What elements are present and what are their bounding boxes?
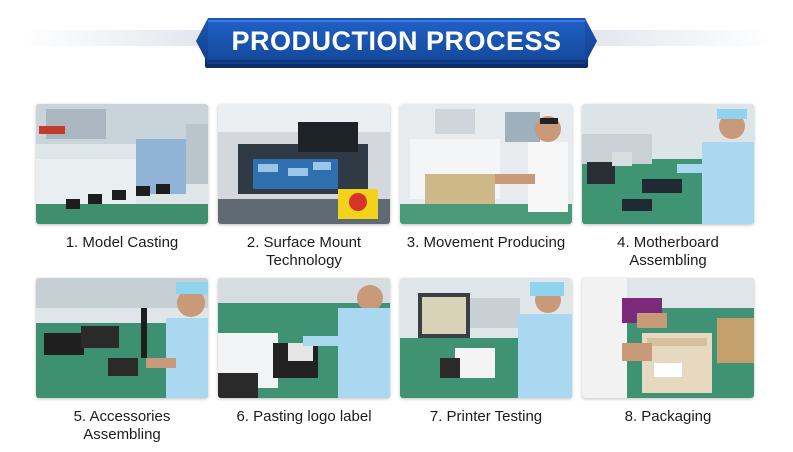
step-card-3: 3. Movement Producing <box>400 104 572 252</box>
step-caption: 7. Printer Testing <box>429 408 543 425</box>
step-card-8: 8. Packaging <box>582 278 754 426</box>
movement-photo <box>400 104 572 224</box>
logo-label-photo <box>218 278 390 398</box>
title-banner: PRODUCTION PROCESS <box>0 8 793 70</box>
accessories-photo <box>36 278 208 398</box>
step-caption: 1. Model Casting <box>65 234 179 251</box>
motherboard-photo <box>582 104 754 224</box>
step-caption: 6. Pasting logo label <box>236 408 372 425</box>
step-card-2: 2. Surface Mount Technology <box>218 104 390 270</box>
step-caption: 2. Surface Mount Technology <box>246 234 362 269</box>
packaging-photo <box>582 278 754 398</box>
page-title: PRODUCTION PROCESS <box>231 25 562 56</box>
step-card-6: 6. Pasting logo label <box>218 278 390 426</box>
step-card-5: 5. Accessories Assembling <box>36 278 208 444</box>
step-card-4: 4. Motherboard Assembling <box>582 104 754 270</box>
step-card-1: 1. Model Casting <box>36 104 208 252</box>
banner-plate: PRODUCTION PROCESS <box>208 20 585 62</box>
step-caption: 5. Accessories Assembling <box>73 408 171 443</box>
step-caption: 4. Motherboard Assembling <box>617 234 719 269</box>
model-casting-photo <box>36 104 208 224</box>
smt-photo <box>218 104 390 224</box>
step-caption: 3. Movement Producing <box>406 234 566 251</box>
step-card-7: 7. Printer Testing <box>400 278 572 426</box>
step-caption: 8. Packaging <box>624 408 712 425</box>
printer-testing-photo <box>400 278 572 398</box>
